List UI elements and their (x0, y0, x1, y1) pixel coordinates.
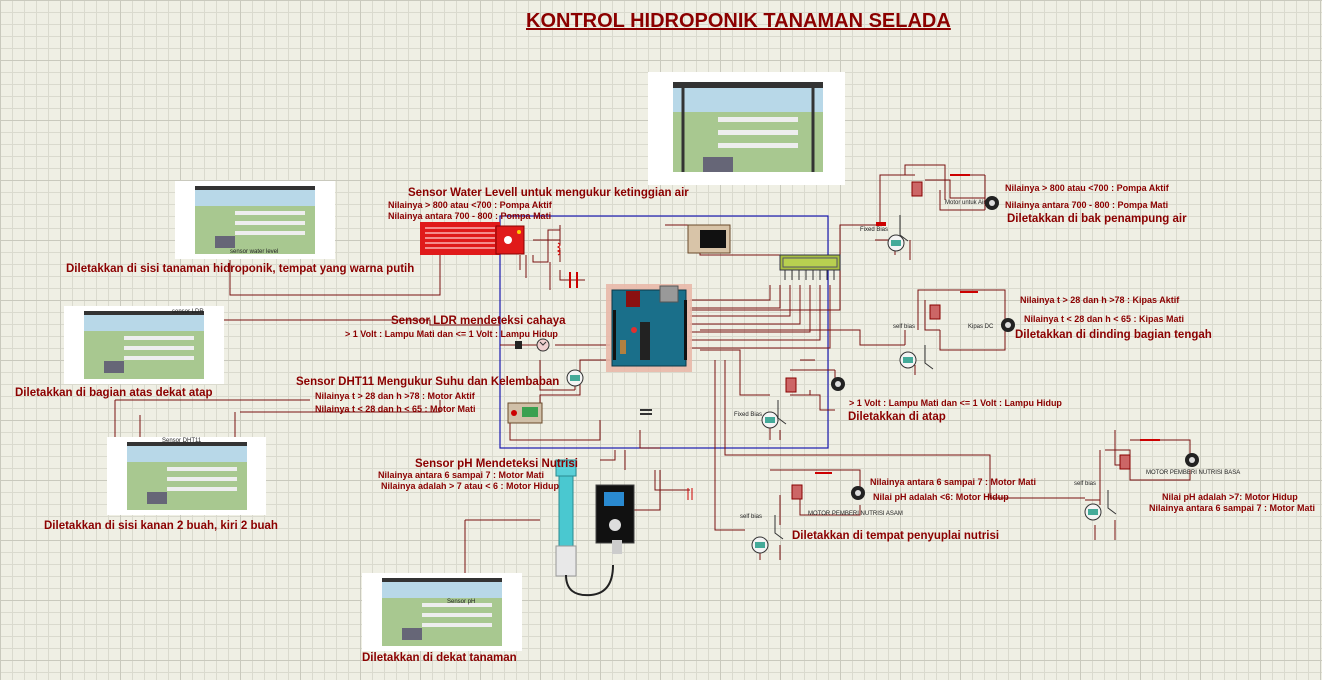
acid-motor-placement: Diletakkan di tempat penyuplai nutrisi (792, 530, 1000, 542)
ph-rule-1: Nilainya antara 6 sampai 7 : Motor Mati (378, 470, 545, 480)
lamp-relay-circuit (761, 377, 845, 429)
water-level-rule-1: Nilainya > 800 atau <700 : Pompa Aktif (388, 200, 552, 210)
ldr-placement: Diletakkan di bagian atas dekat atap (15, 387, 213, 399)
ldr-rule: > 1 Volt : Lampu Mati dan <= 1 Volt : La… (345, 329, 558, 339)
ph-rule-2: Nilainya adalah > 7 atau < 6 : Motor Hid… (381, 481, 560, 491)
greenhouse-thumbnail-ph: Sensor pH (362, 573, 522, 651)
water-level-heading: Sensor Water Levell untuk mengukur ketin… (408, 187, 689, 199)
pump-placement: Diletakkan di bak penampung air (1007, 213, 1187, 225)
dht11-rule-2: Nilainya t < 28 dan h < 65 : Motor Mati (315, 404, 476, 414)
base-motor-relay-circuit (1084, 439, 1199, 521)
base-motor-bias-label: self bias (1074, 481, 1097, 487)
pump-relay-circuit (876, 174, 999, 252)
arduino-board (606, 284, 692, 372)
acid-motor-rule-2: Nilai pH adalah <6: Motor Hidup (873, 492, 1009, 502)
buzzer (515, 341, 522, 349)
inductor (556, 242, 561, 256)
lcd-display (779, 254, 841, 280)
dht11-sensor (507, 402, 543, 424)
acid-motor-label: MOTOR PEMBERI NUTRISI ASAM (808, 511, 903, 517)
greenhouse-thumbnail-top (648, 72, 845, 185)
switch (687, 488, 693, 500)
fan-placement: Diletakkan di dinding bagian tengah (1015, 329, 1212, 341)
thumb-caption-water: sensor water level (230, 249, 279, 255)
base-motor-label: MOTOR PEMBERI NUTRISI BASA (1146, 470, 1241, 476)
thumb-caption-ldr: sensor LDR (172, 309, 204, 315)
dht11-placement: Diletakkan di sisi kanan 2 buah, kiri 2 … (44, 520, 278, 532)
greenhouse-thumbnail-dht11: Sensor DHT11 (107, 437, 266, 515)
pump-rule-1: Nilainya > 800 atau <700 : Pompa Aktif (1005, 183, 1169, 193)
fan-rule-2: Nilainya t < 28 dan h < 65 : Kipas Mati (1024, 314, 1185, 324)
ph-placement: Diletakkan di dekat tanaman (362, 652, 517, 664)
ldr-heading: Sensor LDR mendeteksi cahaya (391, 315, 566, 327)
lamp-rule: > 1 Volt : Lampu Mati dan <= 1 Volt : La… (849, 398, 1062, 408)
acid-motor-relay-circuit (751, 472, 865, 554)
fan-bias-label: self bias (893, 324, 916, 330)
water-level-sensor (420, 222, 525, 255)
controller-frame (499, 215, 829, 449)
page-title: KONTROL HIDROPONIK TANAMAN SELADA (526, 10, 951, 32)
lamp-placement: Diletakkan di atap (848, 411, 946, 423)
pump-rule-2: Nilainya antara 700 - 800 : Pompa Mati (1005, 200, 1169, 210)
fan-motor-label: Kipas DC (968, 324, 994, 330)
ph-probe (555, 459, 614, 597)
acid-motor-rule-1: Nilainya antara 6 sampai 7 : Motor Mati (870, 477, 1037, 487)
ph-heading: Sensor pH Mendeteksi Nutrisi (415, 458, 578, 470)
greenhouse-thumbnail-ldr: sensor LDR (64, 306, 224, 384)
water-level-placement: Diletakkan di sisi tanaman hidroponik, t… (66, 263, 415, 275)
dht11-heading: Sensor DHT11 Mengukur Suhu dan Kelembaba… (296, 376, 560, 388)
base-motor-rule-1: Nilai pH adalah >7: Motor Hidup (1162, 492, 1298, 502)
water-level-rule-2: Nilainya antara 700 - 800 : Pompa Mati (388, 211, 552, 221)
pump-motor-label: Motor untuk Air (945, 200, 986, 206)
dht11-rule-1: Nilainya t > 28 dan h >78 : Motor Aktif (315, 391, 475, 401)
ph-module (595, 484, 635, 554)
lamp-bias-label: Fixed Bias (734, 412, 763, 418)
pump-bias-label: Fixed Bias (860, 227, 889, 233)
acid-motor-bias-label: self bias (740, 514, 763, 520)
ldr-sensor (536, 338, 550, 352)
fan-rule-1: Nilainya t > 28 dan h >78 : Kipas Aktif (1020, 295, 1180, 305)
capacitor (569, 272, 578, 288)
fan-relay-circuit (899, 291, 1015, 370)
thumb-caption-dht11: Sensor DHT11 (162, 438, 202, 444)
base-motor-rule-2: Nilainya antara 6 sampai 7 : Motor Mati (1149, 503, 1316, 513)
greenhouse-thumbnail-water: sensor water level (175, 181, 335, 259)
voltmeter (566, 369, 584, 387)
thumb-caption-ph: Sensor pH (447, 599, 476, 605)
